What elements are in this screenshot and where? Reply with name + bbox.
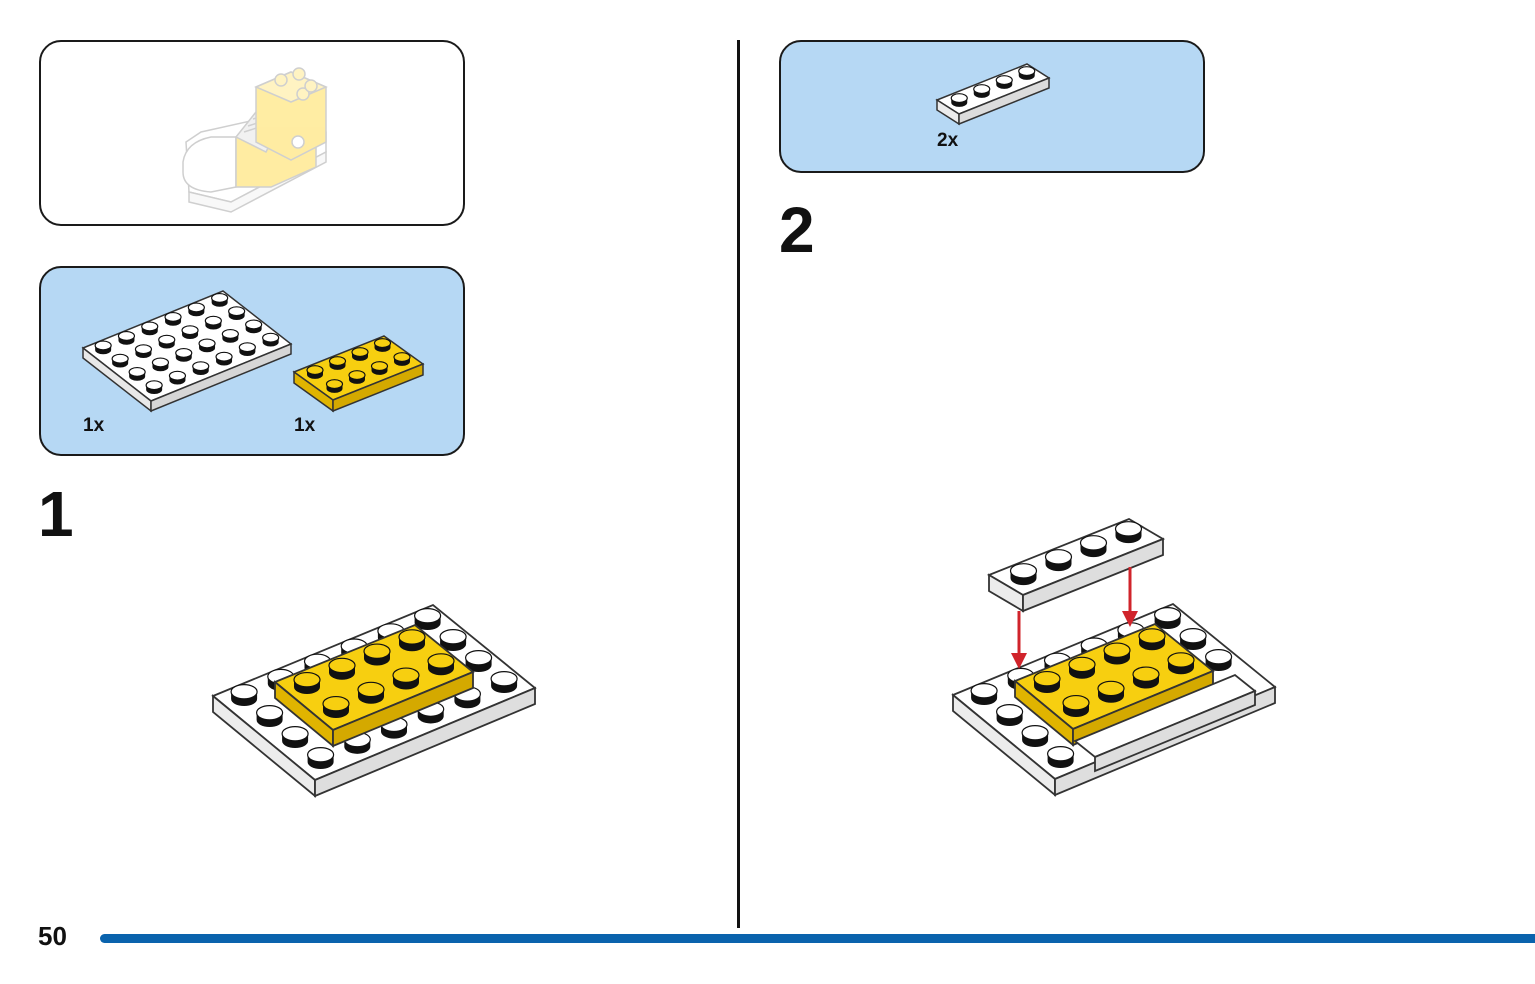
stud-top — [373, 338, 392, 349]
stud-top — [168, 370, 187, 381]
stud-top — [328, 657, 356, 674]
stud-top — [393, 352, 411, 363]
stud-top — [1205, 649, 1233, 665]
stud-top — [111, 353, 129, 364]
stud-top — [306, 365, 324, 376]
step-number: 1 — [38, 478, 74, 550]
stud-top — [392, 667, 420, 683]
stud-top — [1097, 680, 1125, 697]
stud-top — [1154, 606, 1182, 623]
stud-top — [414, 608, 442, 624]
boot-model-preview-icon — [182, 67, 328, 213]
step2-assembly-illustration — [951, 518, 1277, 797]
stud-top — [221, 328, 239, 339]
part-quantity: 2x — [937, 130, 959, 151]
stud-top — [1103, 642, 1131, 658]
stud-top — [128, 366, 146, 377]
part-quantity: 1x — [294, 415, 316, 436]
stud-top — [1046, 746, 1075, 762]
stud-top — [325, 379, 344, 390]
stud-top — [1018, 66, 1036, 77]
stud-top — [1138, 628, 1166, 644]
stud-top — [245, 319, 263, 330]
stud-top — [1179, 627, 1207, 644]
stud-top — [351, 347, 369, 358]
stud-top — [94, 340, 112, 351]
stud-top — [204, 315, 222, 326]
stud-top — [141, 321, 159, 332]
stud-top — [1033, 670, 1061, 687]
stud-top — [1068, 656, 1096, 673]
stud-top — [465, 649, 493, 666]
stud-top — [192, 361, 210, 372]
stud-top — [215, 351, 233, 362]
stud-top — [181, 325, 199, 336]
stud-top — [322, 695, 350, 712]
stud-top — [281, 725, 309, 742]
stud-top — [175, 347, 193, 358]
stud-top — [490, 670, 518, 687]
footer-accent-bar — [100, 934, 1535, 943]
stud-top — [198, 338, 216, 349]
stud-top — [164, 311, 182, 322]
stud-top — [427, 653, 455, 669]
stud-top — [1114, 521, 1143, 537]
down-arrow-icon — [1122, 567, 1138, 627]
stud-top — [306, 747, 335, 763]
stud-top — [228, 306, 246, 317]
page-divider — [737, 40, 740, 928]
model-preview-box — [39, 40, 465, 226]
stud-top — [995, 704, 1024, 720]
stud-top — [1079, 535, 1108, 551]
step2-parts-art — [935, 63, 1051, 126]
stud-top — [363, 643, 391, 659]
stud-top — [117, 330, 136, 341]
part-quantity: 1x — [83, 415, 105, 436]
stud-top — [293, 671, 321, 688]
stud-top — [973, 84, 991, 95]
step-number: 2 — [779, 194, 815, 266]
stud-top — [134, 344, 153, 355]
stud-top — [145, 380, 163, 391]
step1-parts-art — [81, 290, 425, 413]
stud-top — [1044, 549, 1073, 565]
stud-top — [357, 681, 385, 698]
stud-top — [439, 629, 467, 645]
stud-top — [158, 334, 176, 345]
stud-top — [211, 292, 229, 303]
page-number: 50 — [38, 921, 67, 951]
stud-top — [255, 704, 284, 721]
stud-top — [151, 357, 170, 368]
step1-assembly-illustration — [211, 603, 537, 798]
step2-parts-box: 2x — [779, 40, 1205, 173]
stud-top — [398, 629, 426, 645]
step1-parts-box: 1x 1x — [39, 266, 465, 456]
stud-top — [1009, 563, 1038, 579]
stud-top — [950, 93, 968, 104]
down-arrow-icon — [1011, 611, 1027, 669]
stud-top — [1062, 694, 1090, 711]
stud-top — [262, 332, 280, 343]
stud-top — [348, 370, 366, 381]
stud-top — [187, 302, 205, 313]
stud-top — [1132, 666, 1160, 682]
stud-top — [230, 683, 258, 700]
stud-top — [995, 75, 1013, 86]
stud-top — [1021, 725, 1049, 741]
stud-top — [970, 683, 998, 699]
stud-top — [1167, 652, 1195, 668]
stud-top — [370, 361, 389, 372]
stud-top — [238, 342, 256, 353]
stud-top — [328, 356, 347, 367]
